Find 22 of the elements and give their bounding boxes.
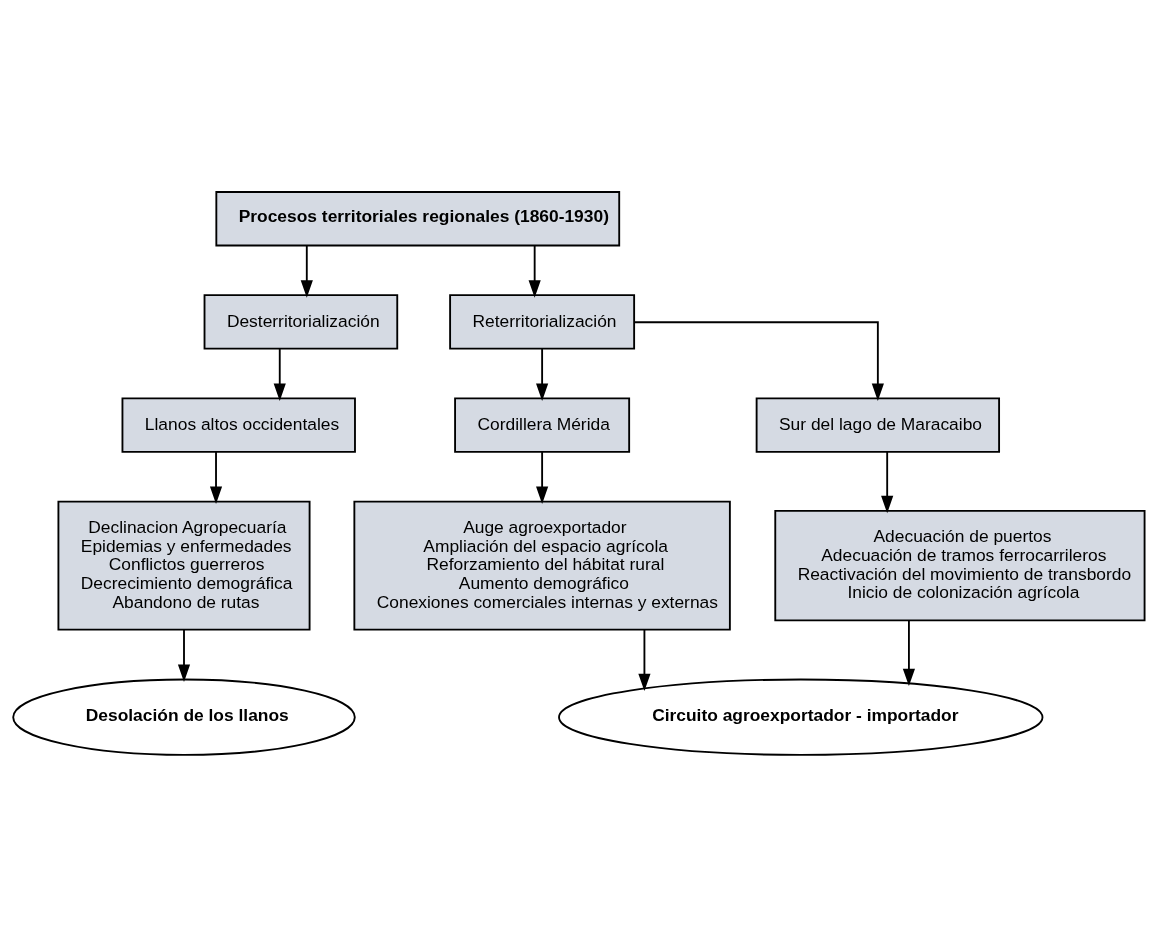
node-box: Auge agroexportador Ampliación del espacio agrícola Reforzamiento del hábitat rural Aumento demográfico Conexiones comerciales internas y externas <box>353 500 731 631</box>
node-ellipse: Desolación de los llanos <box>12 678 356 756</box>
node-box: Desterritorialización <box>203 294 399 350</box>
node-box: Sur del lago de Maracaibo <box>755 397 1001 453</box>
arrow <box>209 450 223 504</box>
node-ellipse: Circuito agroexportador - importador <box>558 678 1044 756</box>
arrow <box>638 629 651 692</box>
arrow <box>536 450 549 504</box>
arrow <box>536 348 549 401</box>
arrow <box>300 244 313 298</box>
node-box: Adecuación de puertos Adecuación de tramos ferrocarrileros Reactivación del movimiento de transbordo Inicio de colonización agrícola <box>774 510 1146 622</box>
node-box: Procesos territoriales regionales (1860-1930) <box>215 191 621 247</box>
arrow <box>633 321 884 401</box>
arrow <box>902 619 915 687</box>
arrow <box>528 244 541 298</box>
node-box: Cordillera Mérida <box>454 397 631 453</box>
node-box: Llanos altos occidentales <box>121 397 356 453</box>
arrow <box>273 348 286 401</box>
node-box: Reterritorialización <box>449 294 636 350</box>
arrow <box>881 450 894 514</box>
arrow <box>177 629 191 682</box>
node-box: Declinacion Agropecuaría Epidemias y enfermedades Conflictos guerreros Decrecimiento demográfica Abandono de rutas <box>57 500 311 631</box>
